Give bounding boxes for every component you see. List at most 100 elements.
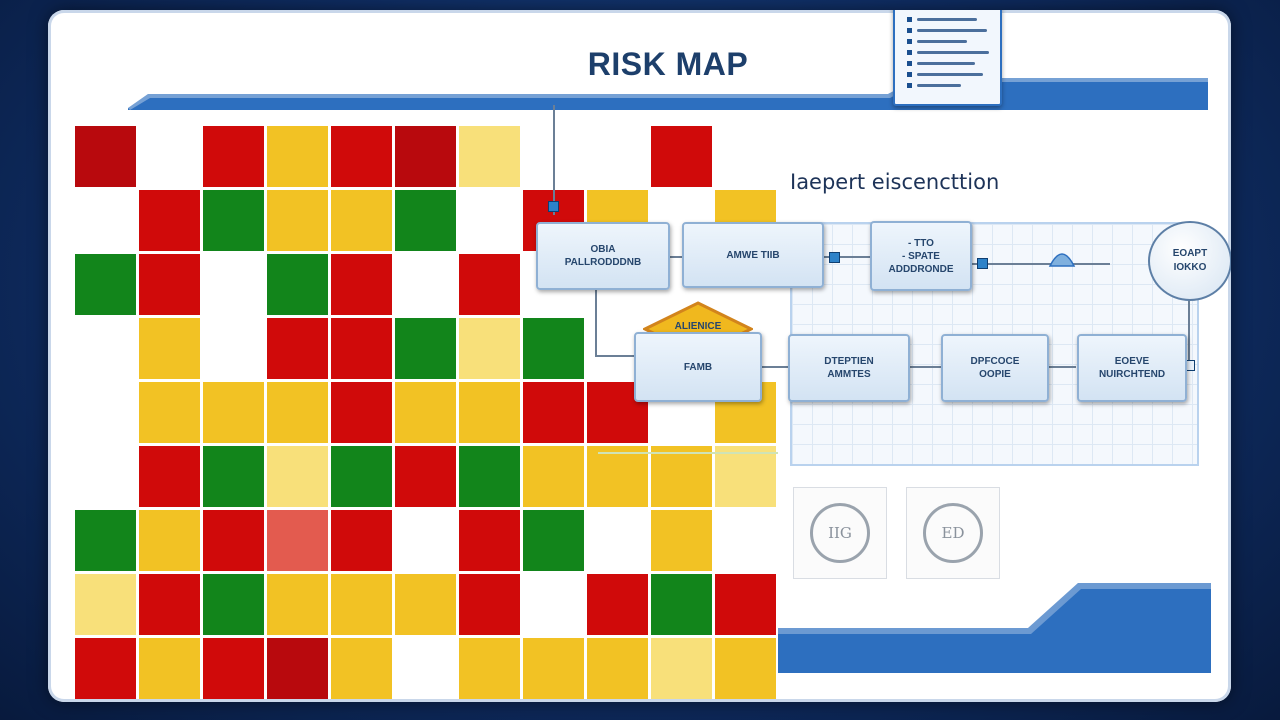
risk-cell[interactable]: [459, 574, 520, 635]
risk-cell[interactable]: [267, 446, 328, 507]
risk-cell[interactable]: [715, 638, 776, 699]
bullet-icon: [907, 28, 912, 33]
section-label: Iaepert eiscencttion: [790, 170, 1000, 194]
risk-cell[interactable]: [331, 638, 392, 699]
risk-cell[interactable]: [75, 574, 136, 635]
notes-line: [895, 69, 1000, 80]
risk-cell[interactable]: [523, 510, 584, 571]
notes-line: [895, 47, 1000, 58]
risk-cell[interactable]: [203, 446, 264, 507]
risk-cell[interactable]: [395, 382, 456, 443]
connector-line: [1188, 280, 1190, 360]
risk-cell[interactable]: [651, 574, 712, 635]
risk-cell[interactable]: [139, 574, 200, 635]
risk-cell[interactable]: [331, 190, 392, 251]
connector-line: [1046, 366, 1076, 368]
risk-cell[interactable]: [75, 254, 136, 315]
flow-node[interactable]: FAMB: [634, 332, 762, 402]
flow-node[interactable]: - TTO - SPATE ADDDRONDE: [870, 221, 972, 291]
risk-cell[interactable]: [267, 126, 328, 187]
flow-node[interactable]: EOEVE NUIRCHTEND: [1077, 334, 1187, 402]
stamp-box: IIG: [793, 487, 887, 579]
risk-cell[interactable]: [75, 638, 136, 699]
risk-cell[interactable]: [331, 254, 392, 315]
risk-cell[interactable]: [139, 382, 200, 443]
risk-cell[interactable]: [651, 126, 712, 187]
risk-cell[interactable]: [587, 446, 648, 507]
risk-cell[interactable]: [139, 446, 200, 507]
bullet-icon: [907, 83, 912, 88]
stamp-label: ED: [941, 524, 965, 542]
flow-node[interactable]: OBIA PALLRODDDNB: [536, 222, 670, 290]
risk-cell[interactable]: [459, 318, 520, 379]
risk-cell[interactable]: [459, 638, 520, 699]
connector-port[interactable]: [548, 201, 559, 212]
risk-cell[interactable]: [395, 190, 456, 251]
connector-port[interactable]: [977, 258, 988, 269]
risk-cell[interactable]: [331, 446, 392, 507]
bullet-icon: [907, 61, 912, 66]
risk-cell[interactable]: [459, 254, 520, 315]
risk-cell[interactable]: [523, 446, 584, 507]
footer-band: [778, 583, 1211, 673]
risk-cell[interactable]: [75, 510, 136, 571]
notes-line: [895, 80, 1000, 91]
risk-cell[interactable]: [139, 638, 200, 699]
risk-cell[interactable]: [75, 126, 136, 187]
connector-line: [970, 263, 1110, 265]
risk-cell[interactable]: [523, 638, 584, 699]
connector-line: [595, 355, 635, 357]
risk-cell[interactable]: [203, 510, 264, 571]
risk-cell[interactable]: [139, 190, 200, 251]
flow-node[interactable]: AMWE TIIB: [682, 222, 824, 288]
risk-cell[interactable]: [715, 574, 776, 635]
stamp-box: ED: [906, 487, 1000, 579]
connector-line: [758, 366, 788, 368]
risk-cell[interactable]: [715, 446, 776, 507]
risk-cell[interactable]: [331, 510, 392, 571]
risk-cell[interactable]: [459, 126, 520, 187]
connector-port[interactable]: [829, 252, 840, 263]
risk-cell[interactable]: [267, 574, 328, 635]
risk-cell[interactable]: [395, 446, 456, 507]
risk-cell[interactable]: [331, 574, 392, 635]
risk-cell[interactable]: [139, 510, 200, 571]
end-node-circle[interactable]: EOAPT IOKKO: [1148, 221, 1231, 301]
risk-cell[interactable]: [459, 510, 520, 571]
risk-cell[interactable]: [331, 318, 392, 379]
bullet-icon: [907, 72, 912, 77]
risk-cell[interactable]: [203, 574, 264, 635]
decision-label: ALIENICE: [674, 321, 722, 332]
risk-cell[interactable]: [651, 446, 712, 507]
risk-cell[interactable]: [267, 638, 328, 699]
flow-node[interactable]: DPFCOCE OOPIE: [941, 334, 1049, 402]
risk-cell[interactable]: [395, 574, 456, 635]
risk-cell[interactable]: [587, 574, 648, 635]
risk-cell[interactable]: [523, 318, 584, 379]
risk-cell[interactable]: [331, 126, 392, 187]
risk-cell[interactable]: [267, 382, 328, 443]
risk-cell[interactable]: [459, 382, 520, 443]
risk-cell[interactable]: [459, 446, 520, 507]
risk-cell[interactable]: [203, 638, 264, 699]
risk-cell[interactable]: [139, 254, 200, 315]
risk-cell[interactable]: [587, 638, 648, 699]
risk-cell[interactable]: [395, 126, 456, 187]
connector-line: [908, 366, 942, 368]
risk-cell[interactable]: [139, 318, 200, 379]
risk-cell[interactable]: [523, 382, 584, 443]
notes-panel: [893, 10, 1002, 106]
risk-cell[interactable]: [267, 510, 328, 571]
risk-cell[interactable]: [203, 126, 264, 187]
risk-cell[interactable]: [267, 254, 328, 315]
flow-node[interactable]: DTEPTIEN AMMTES: [788, 334, 910, 402]
risk-cell[interactable]: [651, 638, 712, 699]
risk-cell[interactable]: [267, 318, 328, 379]
risk-cell[interactable]: [267, 190, 328, 251]
risk-cell[interactable]: [395, 318, 456, 379]
risk-cell[interactable]: [203, 382, 264, 443]
connector-line: [668, 256, 682, 258]
risk-cell[interactable]: [651, 510, 712, 571]
risk-cell[interactable]: [203, 190, 264, 251]
risk-cell[interactable]: [331, 382, 392, 443]
